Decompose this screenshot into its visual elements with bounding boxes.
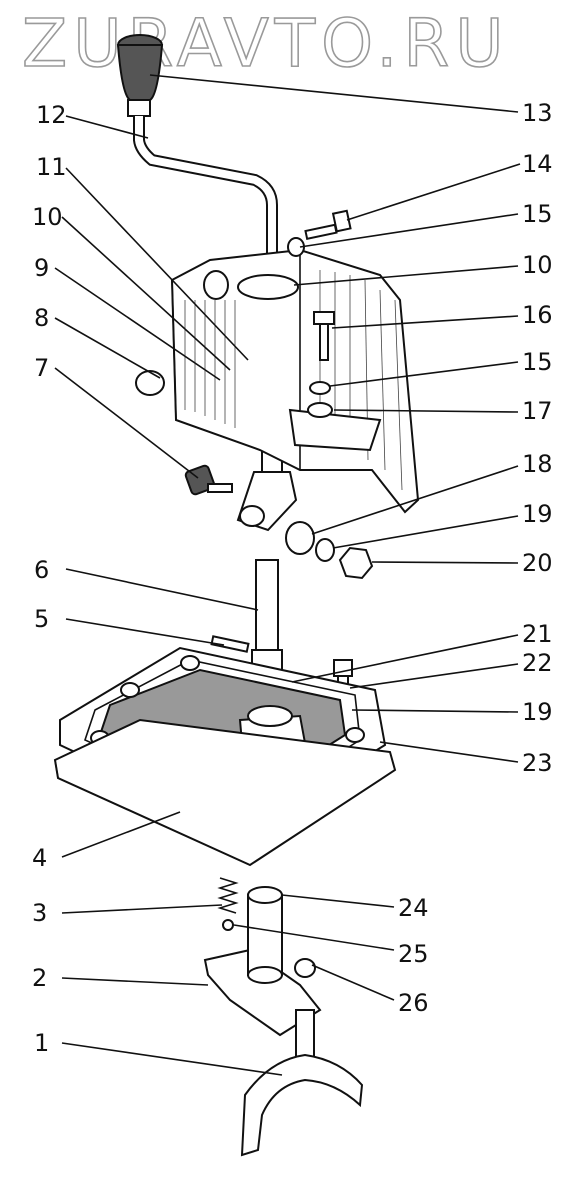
callout-10-left: 10 xyxy=(32,203,63,231)
callout-11: 11 xyxy=(36,153,67,181)
callout-1: 1 xyxy=(34,1029,49,1057)
callout-26: 26 xyxy=(398,989,429,1017)
callout-23: 23 xyxy=(522,749,553,777)
lever-housing xyxy=(135,248,420,514)
callout-13: 13 xyxy=(522,99,553,127)
callout-25: 25 xyxy=(398,940,429,968)
callout-8: 8 xyxy=(34,304,49,332)
pin xyxy=(184,464,233,496)
callouts: 13 12 14 11 15 10 10 9 16 8 7 15 17 18 1… xyxy=(32,99,553,1057)
callout-22: 22 xyxy=(522,649,553,677)
callout-19-upper: 19 xyxy=(522,500,553,528)
spring-ball xyxy=(217,877,239,931)
callout-7: 7 xyxy=(34,354,49,382)
callout-15-lower: 15 xyxy=(522,348,553,376)
callout-9: 9 xyxy=(34,254,49,282)
callout-2: 2 xyxy=(32,964,47,992)
shift-fork xyxy=(240,1009,364,1157)
callout-18: 18 xyxy=(522,450,553,478)
callout-17: 17 xyxy=(522,397,553,425)
lever-eye xyxy=(236,471,298,532)
callout-24: 24 xyxy=(398,894,429,922)
callout-5: 5 xyxy=(34,605,49,633)
callout-16: 16 xyxy=(522,301,553,329)
parts-drawing xyxy=(53,34,420,1157)
bolt-washer-set-upper xyxy=(287,209,352,418)
callout-3: 3 xyxy=(32,899,47,927)
cotter-pin xyxy=(210,635,250,653)
callout-20: 20 xyxy=(522,549,553,577)
callout-19-lower: 19 xyxy=(522,698,553,726)
callout-6: 6 xyxy=(34,556,49,584)
callout-14: 14 xyxy=(522,150,553,178)
gasket xyxy=(53,718,397,867)
callout-12: 12 xyxy=(36,101,67,129)
callout-10-right: 10 xyxy=(522,251,553,279)
callout-21: 21 xyxy=(522,620,553,648)
callout-15-upper: 15 xyxy=(522,200,553,228)
leader-lines xyxy=(54,74,521,1076)
callout-4: 4 xyxy=(32,844,47,872)
washer-nut-set xyxy=(285,521,374,580)
watermark: ZURAVTO.RU xyxy=(22,5,510,82)
lever-knob xyxy=(116,34,164,117)
